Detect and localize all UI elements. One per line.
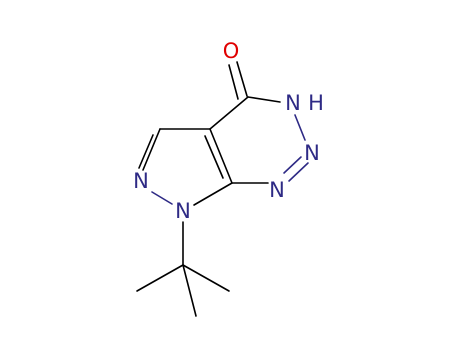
bond-n2-n1 <box>151 191 173 205</box>
atom-hydrogen: H <box>308 91 324 115</box>
bond-c7a-c3a-b <box>204 135 224 179</box>
bond-cq-me1 <box>136 264 184 292</box>
bond-n6-n7-b <box>283 156 302 174</box>
bond-n1-c7a <box>193 182 233 206</box>
bond-n6-n7-a <box>288 162 309 182</box>
atom-n-tbu: N <box>175 199 191 223</box>
atom-n-right: N <box>304 141 320 165</box>
bond-n5-n6 <box>294 114 306 141</box>
atom-n-left: N <box>133 169 149 193</box>
bond-cq-me3 <box>182 264 197 317</box>
bond-cq-me2 <box>182 264 230 292</box>
atom-n-bottom: N <box>269 178 285 202</box>
bond-c7a-c3a-a <box>209 128 233 184</box>
atom-n-h: N <box>285 91 301 115</box>
bond-c4-o-a <box>236 61 248 97</box>
bond-c3-n2-double-b <box>138 134 154 169</box>
bond-c3a-c4 <box>209 96 249 130</box>
bond-c4-o-b <box>228 64 239 100</box>
bond-c4-n5 <box>247 96 281 103</box>
atom-oxygen: O <box>223 39 240 63</box>
bond-c3-n2-double-a <box>142 128 161 171</box>
